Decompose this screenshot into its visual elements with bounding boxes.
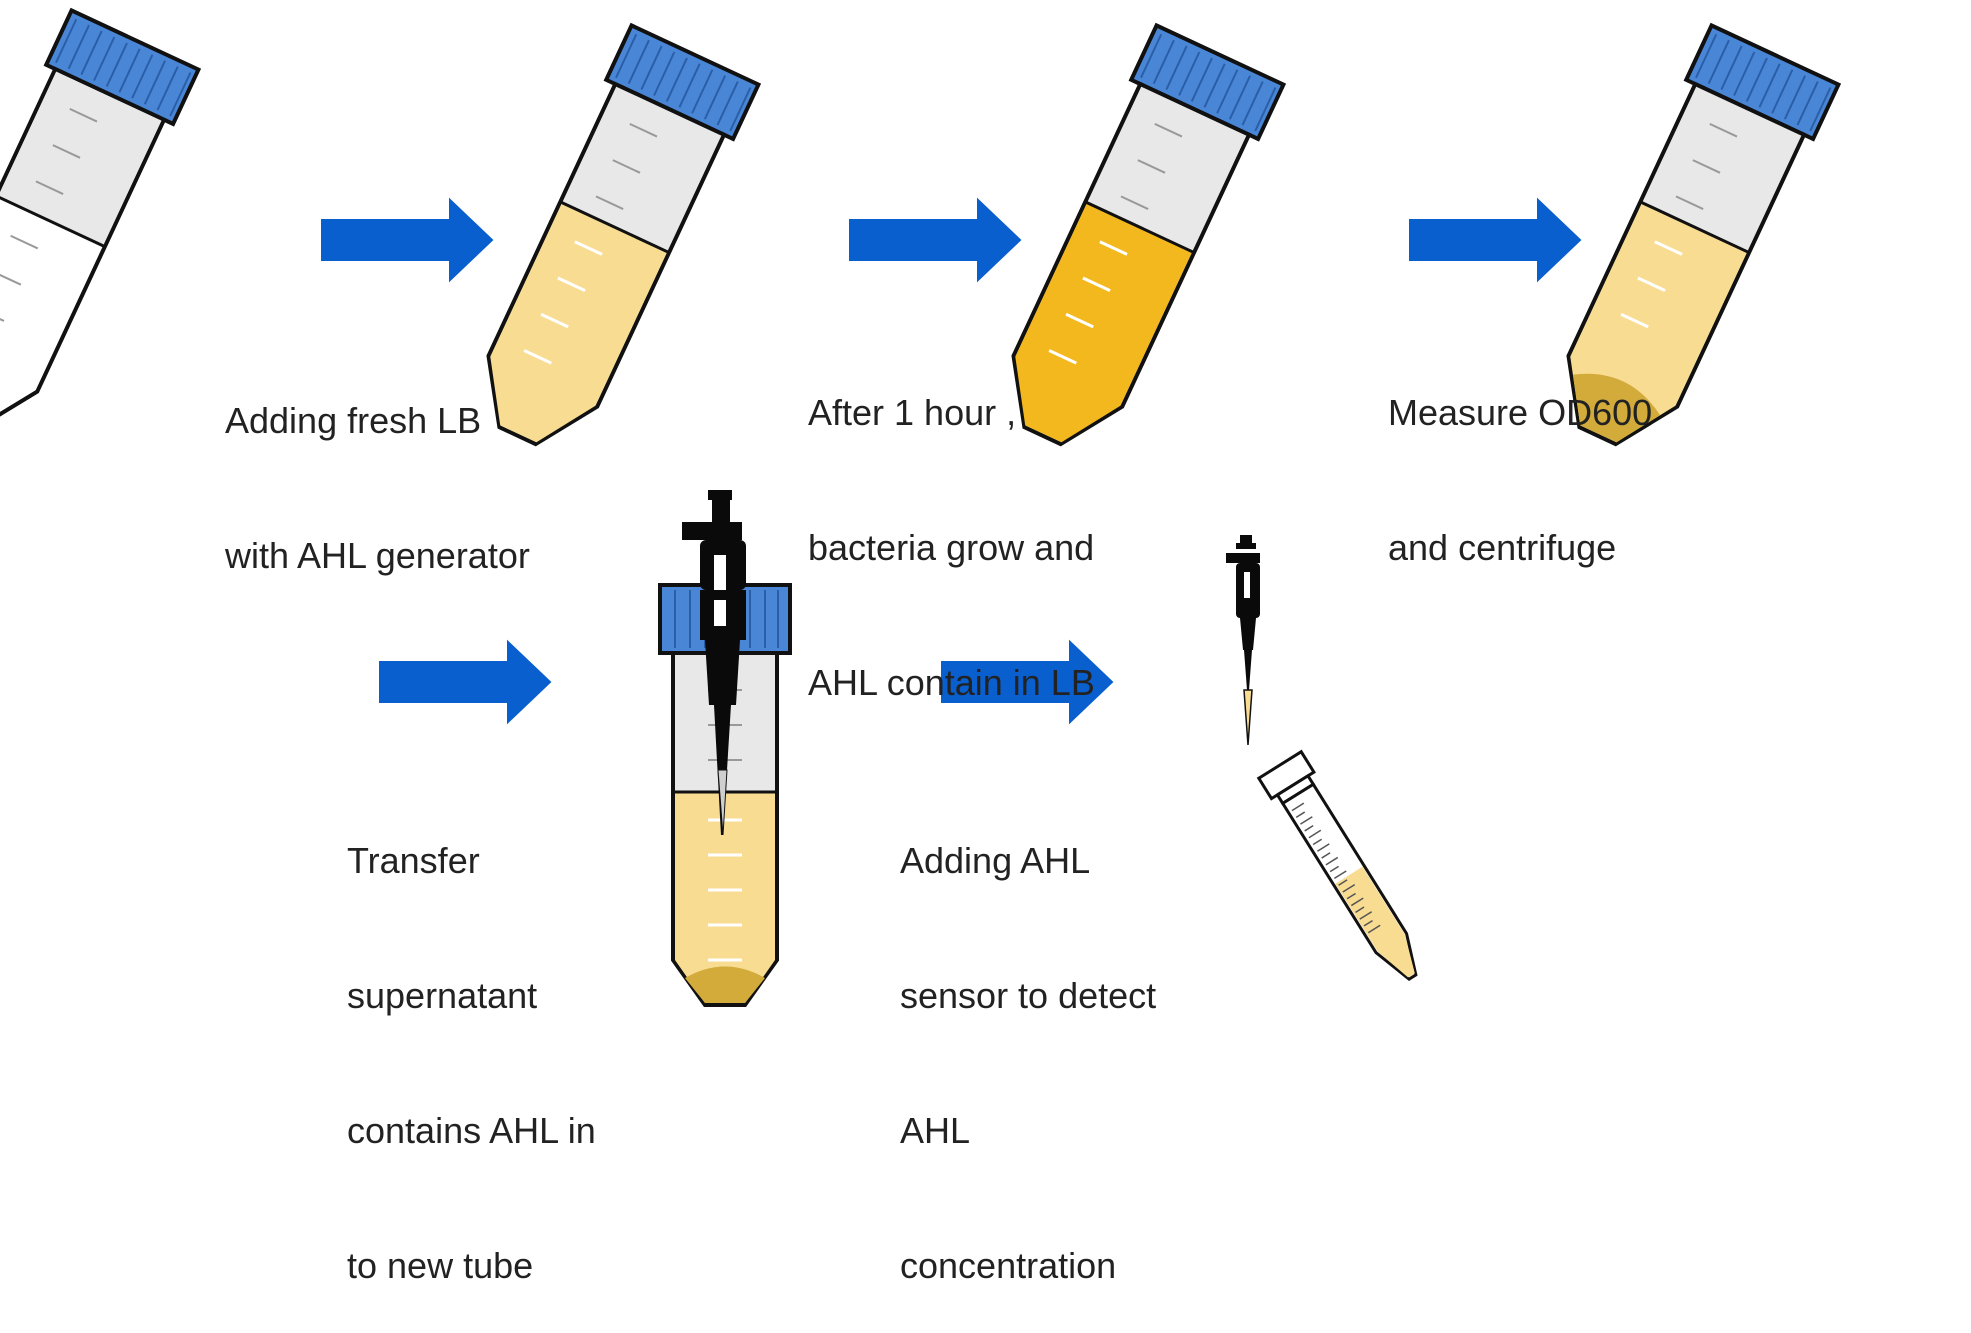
label-line: supernatant xyxy=(347,975,538,1016)
right-arrow-icon xyxy=(1409,197,1582,283)
label-line: Adding AHL xyxy=(900,840,1091,881)
small-tube-icon xyxy=(1256,749,1418,981)
right-arrow-icon xyxy=(941,639,1114,725)
label-line: Measure OD600 xyxy=(1388,392,1653,433)
step-label-sensor: Adding AHL sensor to detect AHL concentr… xyxy=(900,748,1156,1333)
pipette-icon xyxy=(1226,535,1260,746)
label-line: concentration xyxy=(900,1245,1117,1286)
step-label-transfer: Transfer supernatant contains AHL in to … xyxy=(347,748,596,1333)
label-line: sensor to detect xyxy=(900,975,1157,1016)
label-line: with AHL generator xyxy=(225,535,530,576)
workflow-diagram: Adding fresh LB with AHL generator After… xyxy=(0,7,1842,1286)
step-label-incubate: After 1 hour , bacteria grow and AHL con… xyxy=(808,300,1095,750)
right-arrow-icon xyxy=(849,197,1022,283)
falcon-tube-grown-icon xyxy=(1011,22,1287,447)
step-label-measure: Measure OD600 and centrifuge xyxy=(1388,300,1652,615)
label-line: AHL xyxy=(900,1110,971,1151)
right-arrow-icon xyxy=(379,639,552,725)
step-label-add-lb: Adding fresh LB with AHL generator xyxy=(225,308,530,623)
label-line: AHL contain in LB xyxy=(808,662,1095,703)
label-line: contains AHL in xyxy=(347,1110,596,1151)
falcon-tube-pellet-icon xyxy=(1566,22,1842,447)
label-line: Adding fresh LB xyxy=(225,400,482,441)
right-arrow-icon xyxy=(321,197,494,283)
diagram-graphics xyxy=(0,7,1842,1007)
falcon-tube-empty-icon xyxy=(0,7,202,432)
falcon-tube-lb-icon xyxy=(486,22,762,447)
label-line: to new tube xyxy=(347,1245,534,1286)
label-line: and centrifuge xyxy=(1388,527,1617,568)
tube-with-pipette-icon xyxy=(658,490,792,1007)
label-line: After 1 hour , xyxy=(808,392,1017,433)
label-line: bacteria grow and xyxy=(808,527,1095,568)
label-line: Transfer xyxy=(347,840,480,881)
